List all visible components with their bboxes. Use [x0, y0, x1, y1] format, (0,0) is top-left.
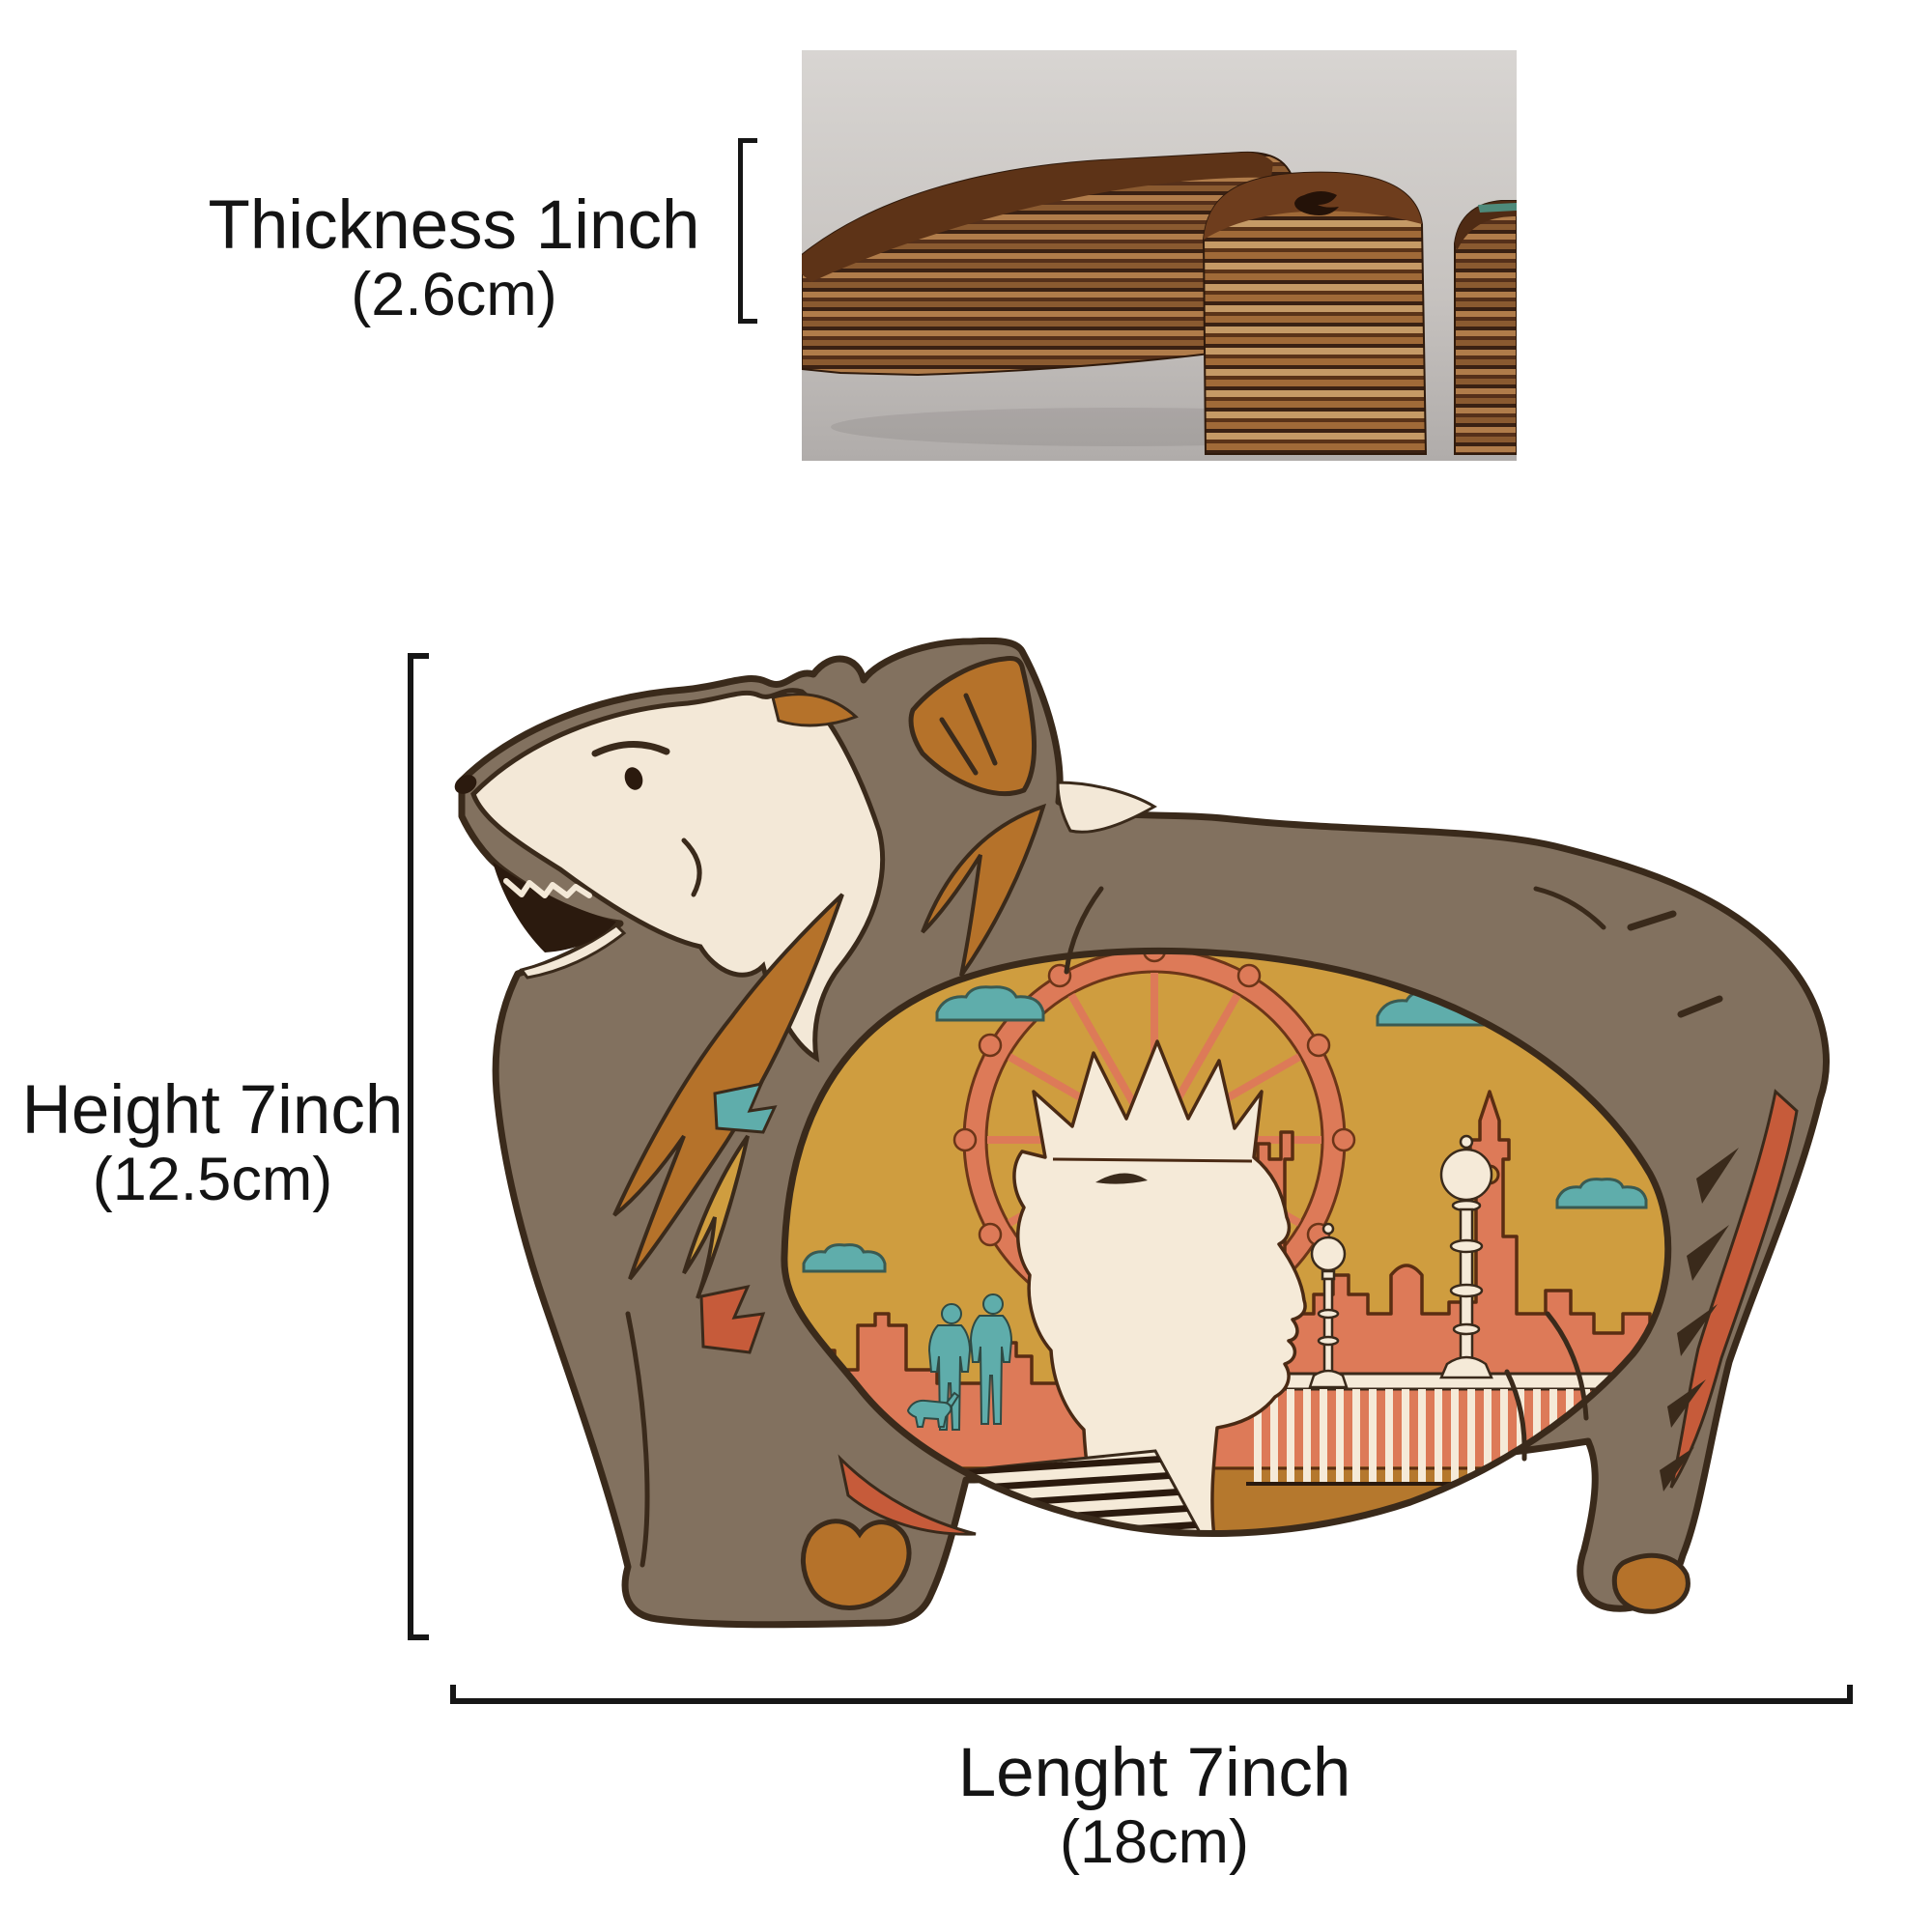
terracotta-under-window [838, 1454, 977, 1536]
corgi-artwork [454, 638, 1830, 1629]
height-dimension-bracket [408, 653, 429, 1640]
ear-inner-amber [908, 656, 1037, 796]
mustard-flame [682, 1134, 750, 1299]
behind-ear-cream [1056, 781, 1157, 834]
rear-paw-pad [1611, 1552, 1690, 1614]
teal-accent [713, 1081, 778, 1134]
length-dimension-label: Lenght 7inch (18cm) [724, 1737, 1584, 1877]
length-metric-text: (18cm) [1059, 1808, 1249, 1877]
people-silhouettes [927, 1293, 1013, 1431]
amber-flame-neck [921, 803, 1047, 978]
nose-tip [454, 775, 477, 794]
lamppost-large [1439, 1134, 1493, 1379]
thickness-metric-text: (2.6cm) [351, 261, 557, 329]
tail-terracotta-band [1669, 1089, 1799, 1489]
thickness-dimension-label: Thickness 1inch (2.6cm) [145, 189, 763, 329]
height-dimension-label: Height 7inch (12.5cm) [0, 1074, 425, 1214]
length-dimension-bracket [450, 1685, 1853, 1704]
terracotta-accent [699, 1284, 766, 1354]
scene-window-rim [781, 947, 1672, 1537]
lamppost-medium [1308, 1222, 1349, 1389]
wood-layer-stack-left [802, 151, 1300, 377]
london-scene-window [783, 951, 1668, 1534]
front-paw-pad [801, 1519, 912, 1610]
thickness-dimension-bracket [738, 138, 757, 324]
small-dog-silhouette [906, 1391, 960, 1428]
carved-swirl-notch [1294, 191, 1339, 215]
ear-fur-cuts [939, 693, 998, 776]
forehead-amber [771, 693, 859, 727]
chest-flame-accents [612, 803, 1047, 1536]
queen-silhouette [1012, 1039, 1307, 1534]
eye [624, 767, 643, 790]
eyebrow [591, 740, 670, 757]
thickness-photo [802, 50, 1517, 461]
body-fur-cuts [625, 886, 1606, 1568]
height-label-text: Height 7inch [21, 1072, 404, 1149]
wood-layer-stack-right [1454, 200, 1517, 455]
clouds [802, 985, 1648, 1273]
tail-details [1627, 910, 1799, 1492]
lower-jaw-cream [519, 923, 627, 980]
teeth [503, 878, 592, 898]
length-label-text: Lenght 7inch [957, 1735, 1351, 1811]
wood-layer-stack-center [1202, 171, 1428, 455]
cheek-line [681, 838, 702, 897]
height-metric-text: (12.5cm) [92, 1146, 333, 1214]
teal-layer-sliver [1478, 203, 1517, 213]
mouth-opening [493, 862, 616, 952]
thickness-label-text: Thickness 1inch [208, 187, 700, 264]
tail-fur-cuts [1660, 1148, 1739, 1492]
